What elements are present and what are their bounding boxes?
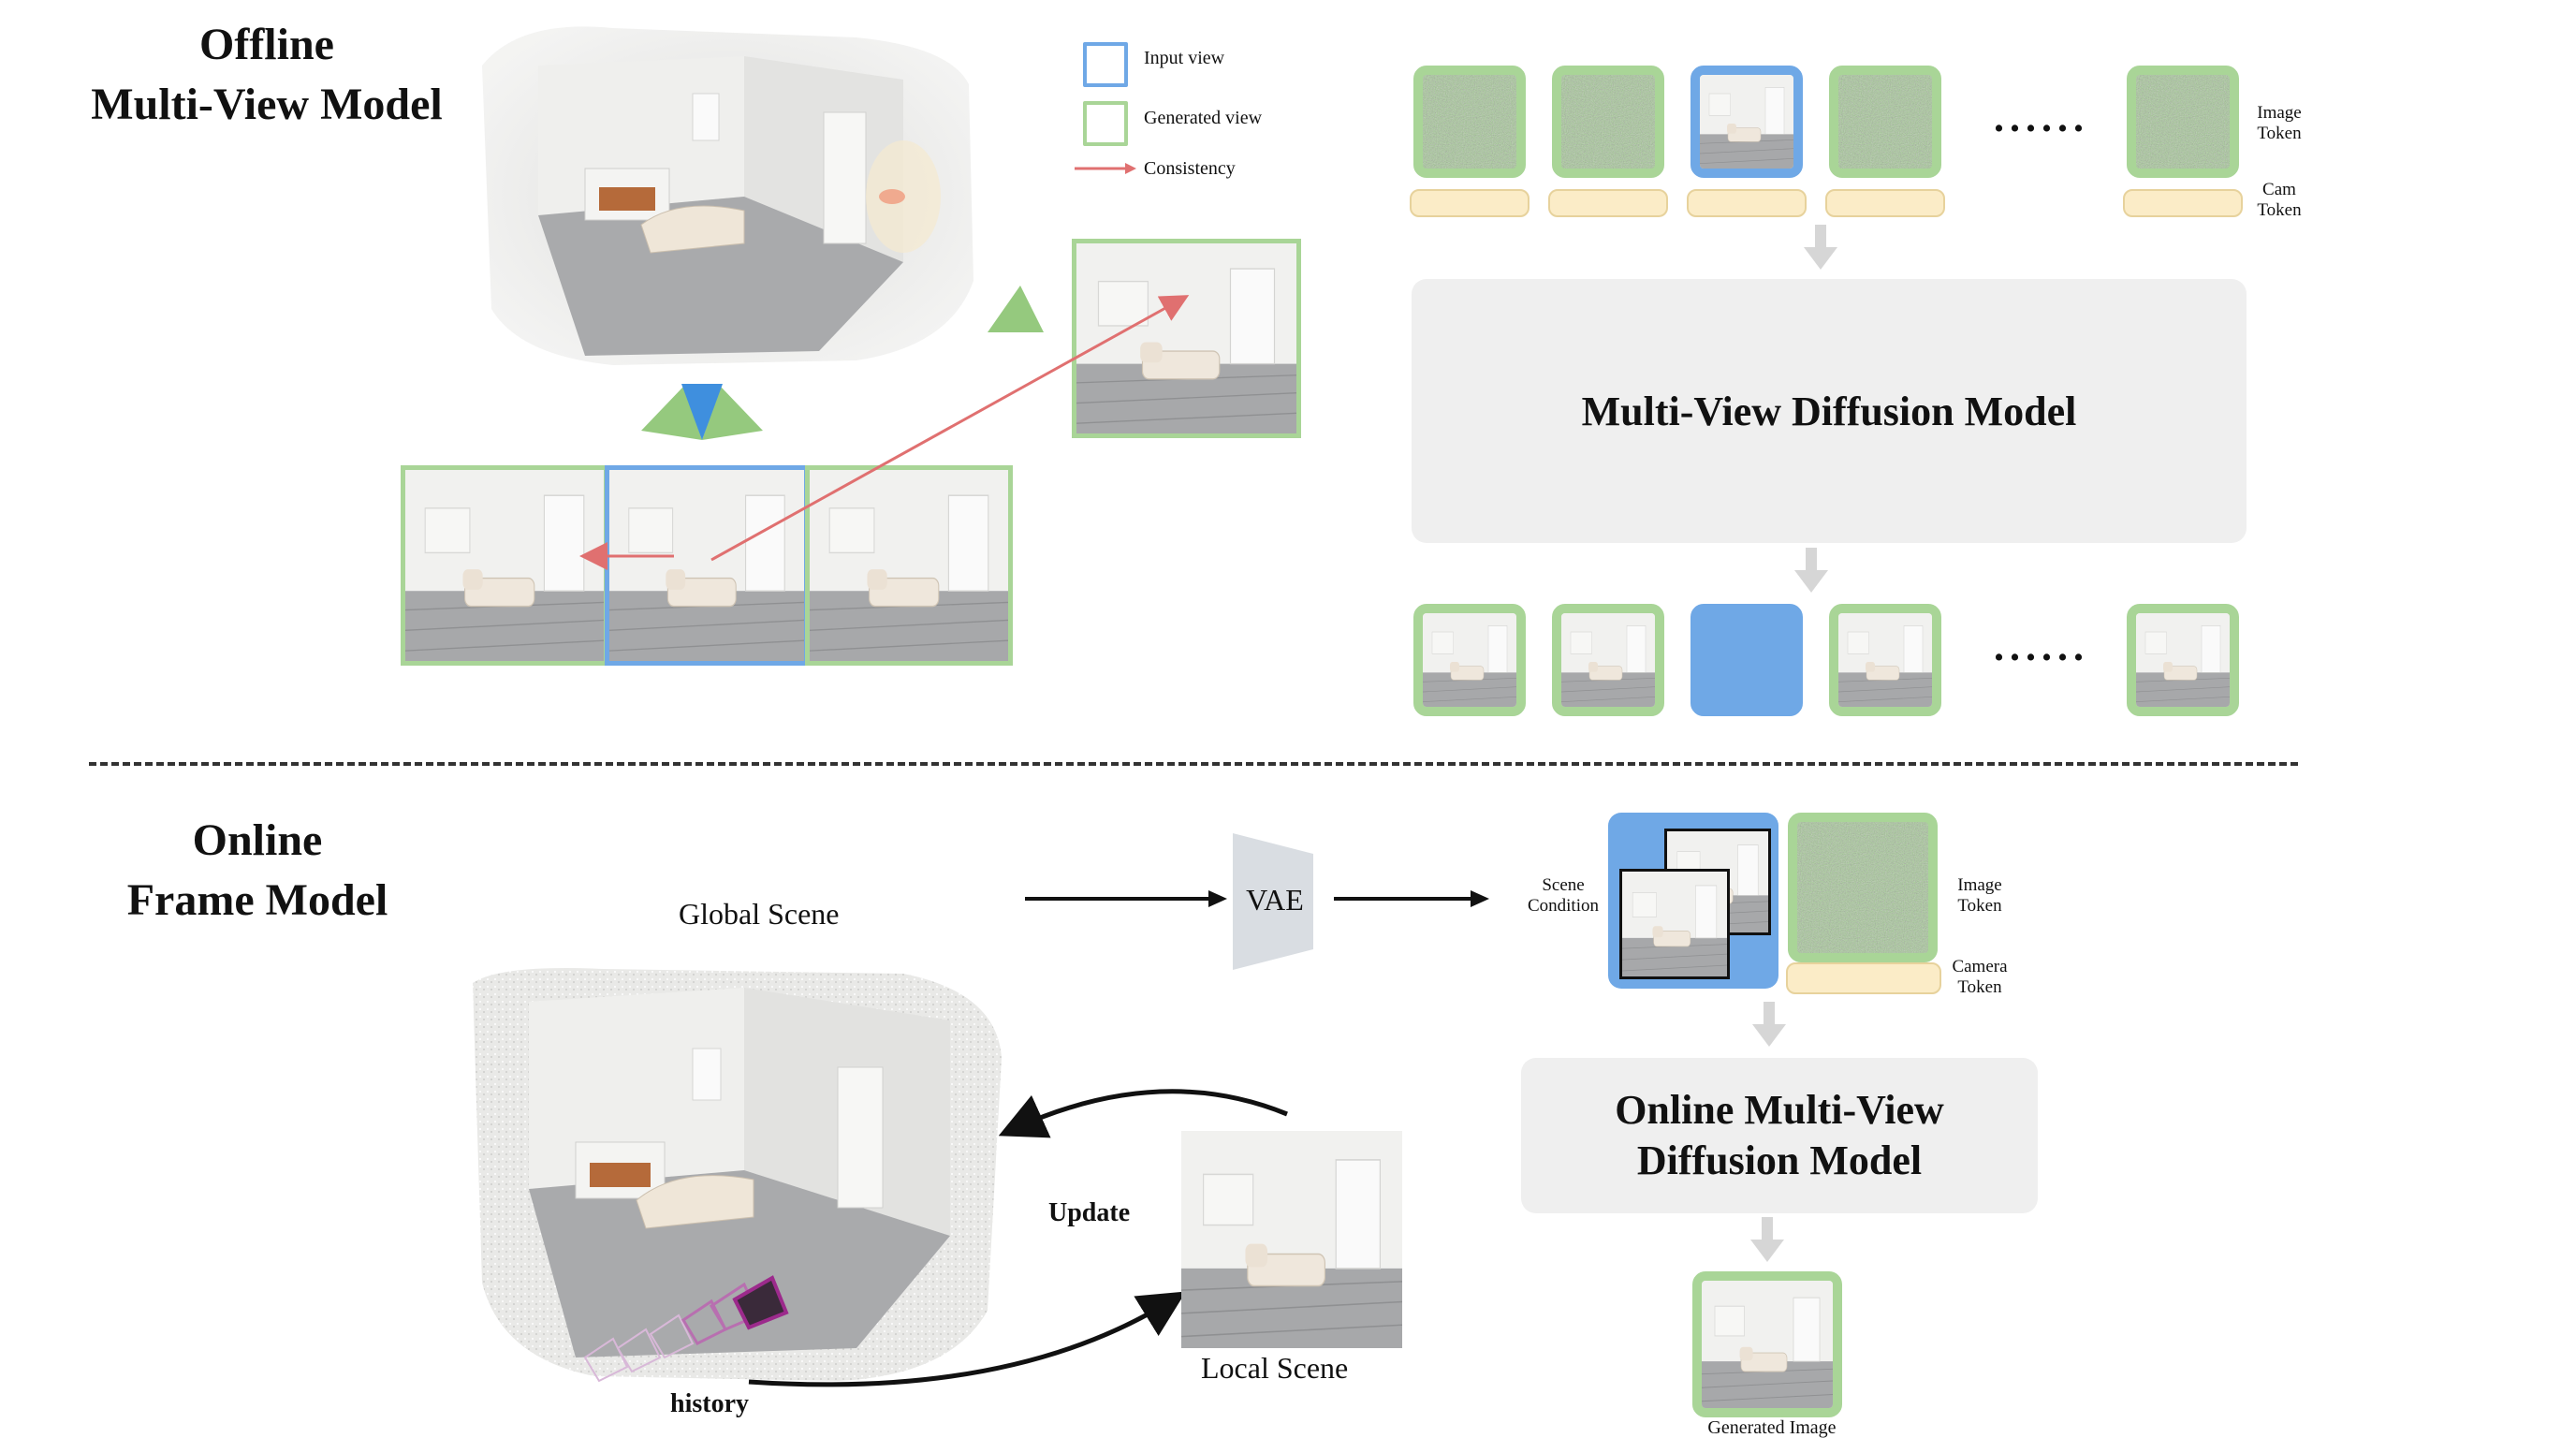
- noise-image: [1838, 75, 1932, 169]
- local-scene-label: Local Scene: [1201, 1351, 1349, 1385]
- image-token-4: [1829, 66, 1941, 178]
- arrow-down-icon: [1752, 1002, 1786, 1047]
- online-image-token-label: Image Token: [1957, 875, 2002, 916]
- image-token-n: [2127, 66, 2239, 178]
- cam-token-1: [1410, 189, 1530, 217]
- image-token-1: [1413, 66, 1526, 178]
- online-multi-view-diffusion-model-box: Online Multi-View Diffusion Model: [1521, 1058, 2038, 1213]
- online-camera-token: [1786, 962, 1941, 994]
- output-view-4: [1829, 604, 1941, 716]
- generated-image-label: Generated Image: [1707, 1417, 1837, 1438]
- image-token-2: [1552, 66, 1664, 178]
- global-scene-label: Global Scene: [679, 897, 840, 931]
- scene-condition-image-front: [1619, 869, 1730, 979]
- noise-image: [1423, 75, 1516, 169]
- ellipsis-top: ......: [1994, 95, 2089, 140]
- legend-consistency-label: Consistency: [1144, 158, 1236, 179]
- arrow-down-icon: [1750, 1217, 1784, 1262]
- arrow-down-icon: [1804, 225, 1837, 270]
- noise-image: [1561, 75, 1655, 169]
- history-label: history: [670, 1389, 749, 1418]
- arrow-to-vae: [1025, 890, 1227, 907]
- ellipsis-bottom: ......: [1994, 624, 2089, 669]
- section-divider: [89, 762, 2298, 766]
- camera-frustum-marker-single: [988, 286, 1044, 332]
- legend-input-view-label: Input view: [1144, 48, 1225, 68]
- legend-consistency-arrow-icon: [1075, 163, 1136, 174]
- image-token-label: Image Token: [2257, 103, 2302, 143]
- online-camera-token-label: Camera Token: [1952, 957, 2008, 997]
- output-input-slot: [1690, 604, 1803, 716]
- generated-view-left: [401, 465, 608, 666]
- cam-token-3: [1687, 189, 1807, 217]
- local-scene-image: [1181, 1131, 1402, 1348]
- online-section-title: Online Frame Model: [126, 815, 388, 925]
- vae-label: VAE: [1246, 883, 1304, 917]
- consistency-arrows: [579, 295, 1190, 570]
- generated-view-right: [805, 465, 1013, 666]
- vae-block: [1233, 833, 1313, 970]
- noise-image: [2136, 75, 2230, 169]
- legend-generated-view-label: Generated view: [1144, 108, 1263, 128]
- offline-point-cloud-scene: [482, 26, 973, 365]
- arrow-down-icon: [1794, 548, 1828, 593]
- image-token-input: [1690, 66, 1803, 178]
- update-label: Update: [1048, 1198, 1131, 1227]
- cam-token-2: [1548, 189, 1668, 217]
- output-view-1: [1413, 604, 1526, 716]
- online-image-token: [1788, 813, 1938, 962]
- room-image: [1181, 1131, 1402, 1348]
- legend-input-view-swatch: [1083, 42, 1128, 87]
- cam-token-n: [2123, 189, 2243, 217]
- output-view-n: [2127, 604, 2239, 716]
- offline-section-title: Offline Multi-View Model: [91, 20, 443, 129]
- cam-token-4: [1825, 189, 1945, 217]
- output-view-2: [1552, 604, 1664, 716]
- multi-view-diffusion-model-box: Multi-View Diffusion Model: [1412, 279, 2247, 543]
- camera-frustum-markers: [641, 384, 763, 440]
- noise-image: [1797, 822, 1928, 953]
- scene-condition-label: Scene Condition: [1527, 875, 1599, 916]
- legend-generated-view-swatch: [1083, 101, 1128, 146]
- generated-image-tile: [1692, 1271, 1842, 1417]
- cam-token-label: Cam Token: [2257, 180, 2302, 220]
- arrow-from-vae: [1334, 890, 1489, 907]
- input-view-center: [605, 465, 809, 666]
- online-point-cloud-scene: [473, 968, 1002, 1383]
